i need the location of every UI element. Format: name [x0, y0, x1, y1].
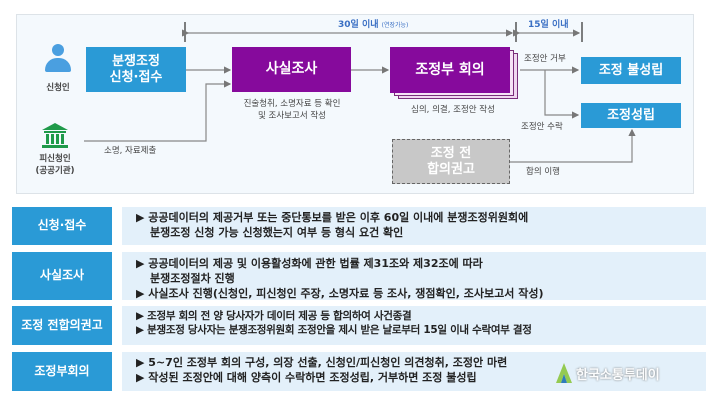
fact-caption-line1: 진술청취, 소명자료 등 확인: [243, 99, 341, 109]
row-description-line: ▶ 사실조사 진행(신청인, 피신청인 주장, 소명자료 등 조사, 쟁점확인,…: [136, 287, 544, 301]
submit-label: 소명, 자료제출: [104, 146, 157, 156]
pre-recommend-line2: 합의권고: [427, 161, 475, 177]
respondent-name: 피신청인: [39, 154, 71, 164]
step-apply-box: 분쟁조정 신청·접수: [86, 47, 186, 92]
row-label: 조정부회의: [12, 352, 112, 391]
row-description: ▶ 조정부 회의 전 양 당사자가 데이터 제공 등 합의하여 사건종결 ▶ 분쟁…: [122, 306, 706, 345]
row-description-line: 분쟁조정 신청 가능 신청했는지 여부 등 형식 요건 확인: [150, 226, 404, 240]
row-description-line: ▶ 작성된 조정안에 대해 양측이 수락하면 조정성립, 거부하면 조정 불성립: [136, 371, 477, 385]
row-description-line: ▶ 공공데이터의 제공 및 이용활성화에 관한 법률 제31조와 제32조에 따…: [136, 257, 483, 270]
timeline-30-note: (연장가능): [381, 22, 409, 29]
respondent-label: 피신청인 (공공기관): [30, 153, 80, 178]
step-pre-recommend-box: 조정 전 합의권고: [392, 139, 510, 184]
row-description: ▶ 공공데이터의 제공 및 이용활성화에 관한 법률 제31조와 제32조에 따…: [122, 252, 706, 300]
timeline-15-days: 15일 이내: [528, 20, 569, 30]
person-icon: [45, 44, 71, 74]
applicant-label: 신청인: [46, 83, 70, 93]
row-description-line: ▶ 공공데이터의 제공거부 또는 중단통보를 받은 이후 60일 이내에 분쟁조…: [136, 211, 529, 224]
pre-recommend-line1: 조정 전: [430, 145, 472, 161]
row-label: 신청·접수: [12, 207, 112, 245]
row-description-line: ▶ 5~7인 조정부 회의 구성, 의장 선출, 신청인/피신청인 의견청취, …: [136, 356, 508, 369]
row-description: ▶ 공공데이터의 제공거부 또는 중단통보를 받은 이후 60일 이내에 분쟁조…: [122, 207, 706, 245]
step-committee-box: 조정부 회의: [390, 47, 510, 93]
row-label-text: 사실조사: [39, 268, 85, 283]
watermark: 한국소통투데이: [555, 362, 660, 384]
watermark-logo-icon: [556, 363, 572, 383]
timeline-30-days: 30일 이내 (연장가능): [338, 17, 408, 30]
timeline-30-label: 30일 이내: [338, 20, 379, 30]
row-description-line: ▶ 분쟁조정 당사자는 분쟁조정위원회 조정안을 제시 받은 날로부터 15일 …: [136, 324, 532, 337]
result-fail-box: 조정 불성립: [581, 57, 681, 84]
row-label: 사실조사: [12, 252, 112, 300]
fact-caption-line2: 및 조사보고서 작성: [258, 111, 326, 122]
institution-icon: [42, 123, 68, 148]
accept-label: 조정안 수락: [521, 122, 563, 132]
row-description-line: 분쟁조정절차 진행: [150, 272, 235, 286]
row-label-text: 합의권고: [58, 317, 103, 332]
committee-caption: 심의, 의결, 조정안 작성: [411, 105, 495, 115]
row-label-text: 조정부회의: [34, 363, 90, 378]
row-description-line: ▶ 조정부 회의 전 양 당사자가 데이터 제공 등 합의하여 사건종결: [136, 310, 412, 322]
watermark-text: 한국소통투데이: [576, 367, 660, 383]
step-apply-line1: 분쟁조정: [112, 53, 160, 69]
row-label-text: 조정 전: [21, 317, 59, 332]
row-label-text: 신청·접수: [37, 218, 87, 233]
respondent-type: (공공기관): [35, 166, 75, 177]
fact-caption: 진술청취, 소명자료 등 확인 및 조사보고서 작성: [226, 98, 358, 123]
row-description: ▶ 5~7인 조정부 회의 구성, 의장 선출, 신청인/피신청인 의견청취, …: [122, 352, 706, 391]
flow-connectors: [84, 22, 636, 163]
step-apply-line2: 신청·접수: [109, 69, 163, 85]
reject-label: 조정안 거부: [524, 54, 566, 64]
fulfill-label: 합의 이행: [526, 167, 560, 177]
result-success-box: 조정성립: [581, 103, 681, 128]
step-fact-box: 사실조사: [232, 47, 351, 92]
